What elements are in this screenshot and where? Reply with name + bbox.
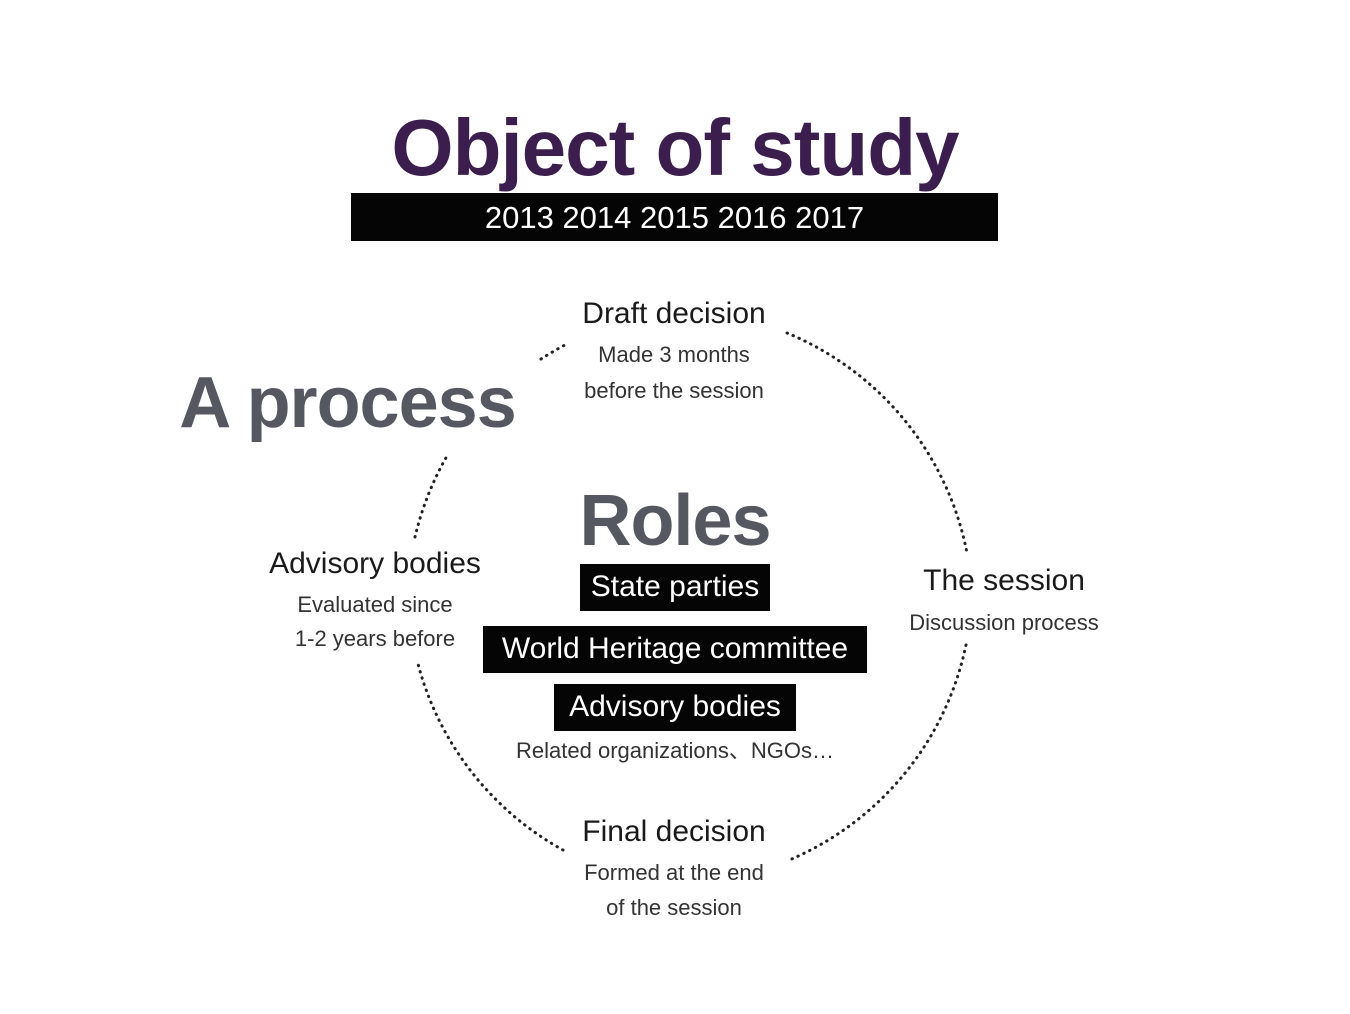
draft-decision-line2: before the session [584, 378, 764, 403]
page-title: Object of study [391, 103, 959, 192]
advisory-stage-heading: Advisory bodies [269, 547, 481, 580]
process-heading: A process [179, 363, 516, 443]
final-decision-line1: Formed at the end [584, 860, 764, 885]
cycle-arc-session-final [785, 643, 968, 863]
session-line1: Discussion process [909, 610, 1099, 635]
advisory-stage-line1: Evaluated since [297, 592, 453, 617]
role-advisory-bodies: Advisory bodies [554, 684, 796, 731]
final-decision-heading: Final decision [582, 815, 766, 848]
cycle-arc-advisory-draft [413, 454, 449, 539]
draft-decision-heading: Draft decision [582, 297, 766, 330]
advisory-stage-line2: 1-2 years before [294, 626, 456, 651]
roles-note: Related organizations、NGOs… [516, 738, 834, 763]
cycle-arc-final-advisory [415, 658, 565, 852]
session-heading: The session [923, 564, 1085, 597]
final-decision-line2: of the session [606, 895, 742, 920]
role-state-parties: State parties [580, 564, 770, 611]
cycle-arc-draft-session [785, 331, 969, 555]
roles-heading: Roles [579, 481, 771, 561]
years-bar: 2013 2014 2015 2016 2017 [351, 193, 998, 241]
draft-decision-line1: Made 3 months [598, 342, 750, 367]
role-world-heritage-committee: World Heritage committee [483, 626, 867, 673]
cycle-arc-draft-stub [539, 343, 567, 361]
